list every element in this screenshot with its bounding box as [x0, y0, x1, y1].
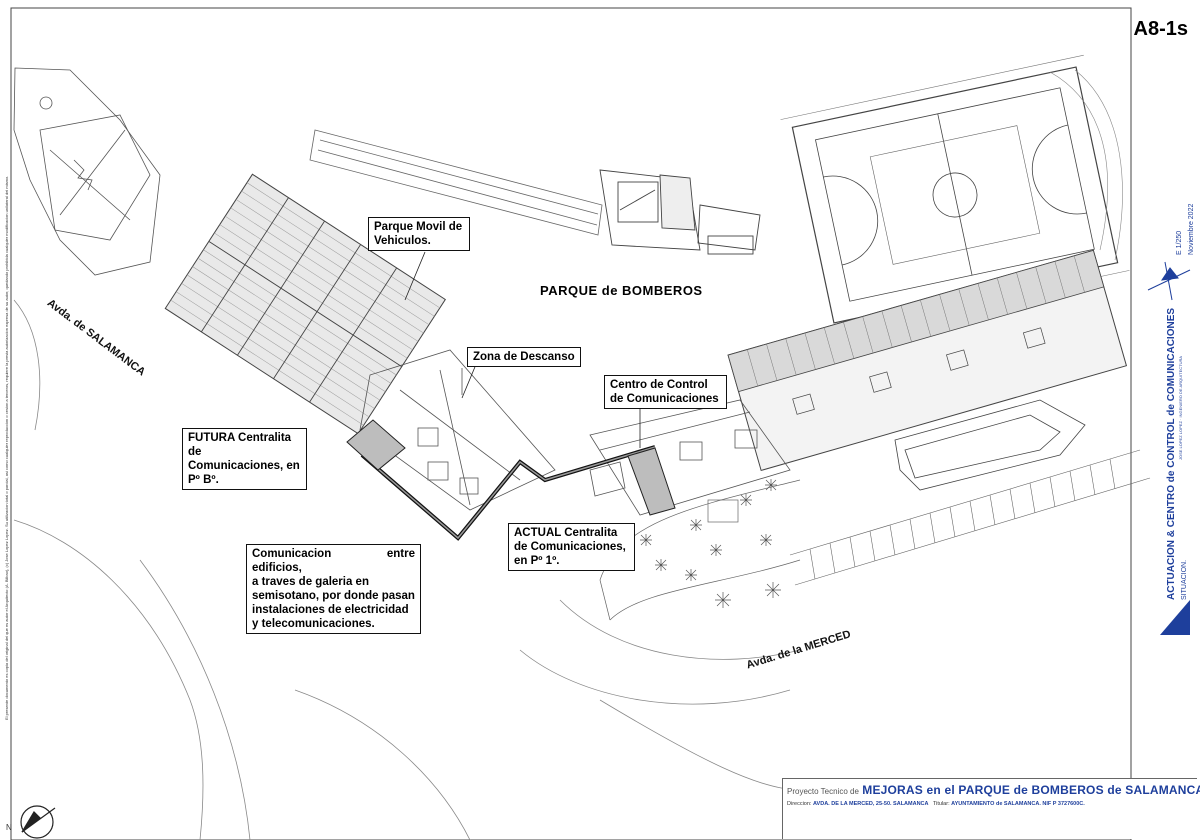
current-switchboard-room	[627, 447, 676, 516]
label-zona-descanso: Zona de Descanso	[467, 347, 581, 367]
vehicle-shed	[164, 173, 447, 435]
title-main: MEJORAS en el PARQUE de BOMBEROS de SALA…	[862, 783, 1200, 797]
control-building	[589, 399, 791, 516]
direccion-value: AVDA. DE LA MERCED, 25-50. SALAMANCA	[812, 801, 929, 807]
label-futura-centralita: FUTURA Centralita de Comunicaciones, en …	[182, 428, 307, 490]
label-comunicacion-galeria: Comunicacion entre edificios, a traves d…	[246, 544, 421, 634]
title-block-line1: Proyecto Tecnico de MEJORAS en el PARQUE…	[787, 783, 1200, 797]
gallery-connection-inner	[361, 446, 656, 540]
north-letter: N	[6, 823, 12, 832]
plaza-trees	[640, 479, 781, 608]
copyright-note: El presente documento es copia del origi…	[4, 175, 9, 720]
site-edge-right	[1049, 69, 1123, 261]
direccion-label: Direccion:	[787, 801, 812, 807]
titular-label: Titular:	[933, 801, 950, 807]
side-title: ACTUACION & CENTRO de CONTROL de COMUNIC…	[1166, 307, 1177, 600]
architect-logo-icon	[1160, 600, 1190, 635]
title-prefix: Proyecto Tecnico de	[787, 787, 859, 796]
label-actual-centralita: ACTUAL Centralita de Comunicaciones, en …	[508, 523, 635, 571]
parking-stalls	[789, 449, 1151, 586]
future-switchboard-room	[346, 419, 406, 471]
label-centro-control: Centro de Control de Comunicaciones	[604, 375, 727, 409]
titular-value: AYUNTAMIENTO de SALAMANCA. NIF P 3727600…	[951, 801, 1085, 807]
east-annex	[894, 399, 1086, 491]
label-parque-movil: Parque Movil de Vehiculos.	[368, 217, 470, 251]
rest-zone-building	[359, 349, 556, 511]
side-fecha: Noviembre 2022	[1188, 203, 1195, 255]
side-situacion: SITUACION.	[1181, 559, 1188, 600]
leader-lines	[404, 251, 641, 448]
sheet-code: A8-1s	[1133, 18, 1188, 40]
title-block: Proyecto Tecnico de MEJORAS en el PARQUE…	[782, 778, 1200, 839]
side-subtitle: JOSE LOPEZ LOPEZ · INGENIERO DE ARQUITEC…	[1178, 355, 1183, 460]
left-access-plot	[13, 67, 161, 276]
roads	[13, 299, 801, 840]
title-block-line2: Direccion: AVDA. DE LA MERCED, 25-50. SA…	[787, 801, 1085, 807]
training-track	[309, 129, 603, 236]
label-parque-bomberos: PARQUE de BOMBEROS	[540, 283, 703, 298]
training-tower	[599, 169, 761, 255]
sheet-frame	[10, 7, 1132, 840]
compass-icon	[1147, 261, 1191, 301]
north-arrow-icon	[20, 805, 56, 839]
side-escala: E 1/250	[1176, 230, 1183, 255]
main-building	[727, 249, 1128, 472]
